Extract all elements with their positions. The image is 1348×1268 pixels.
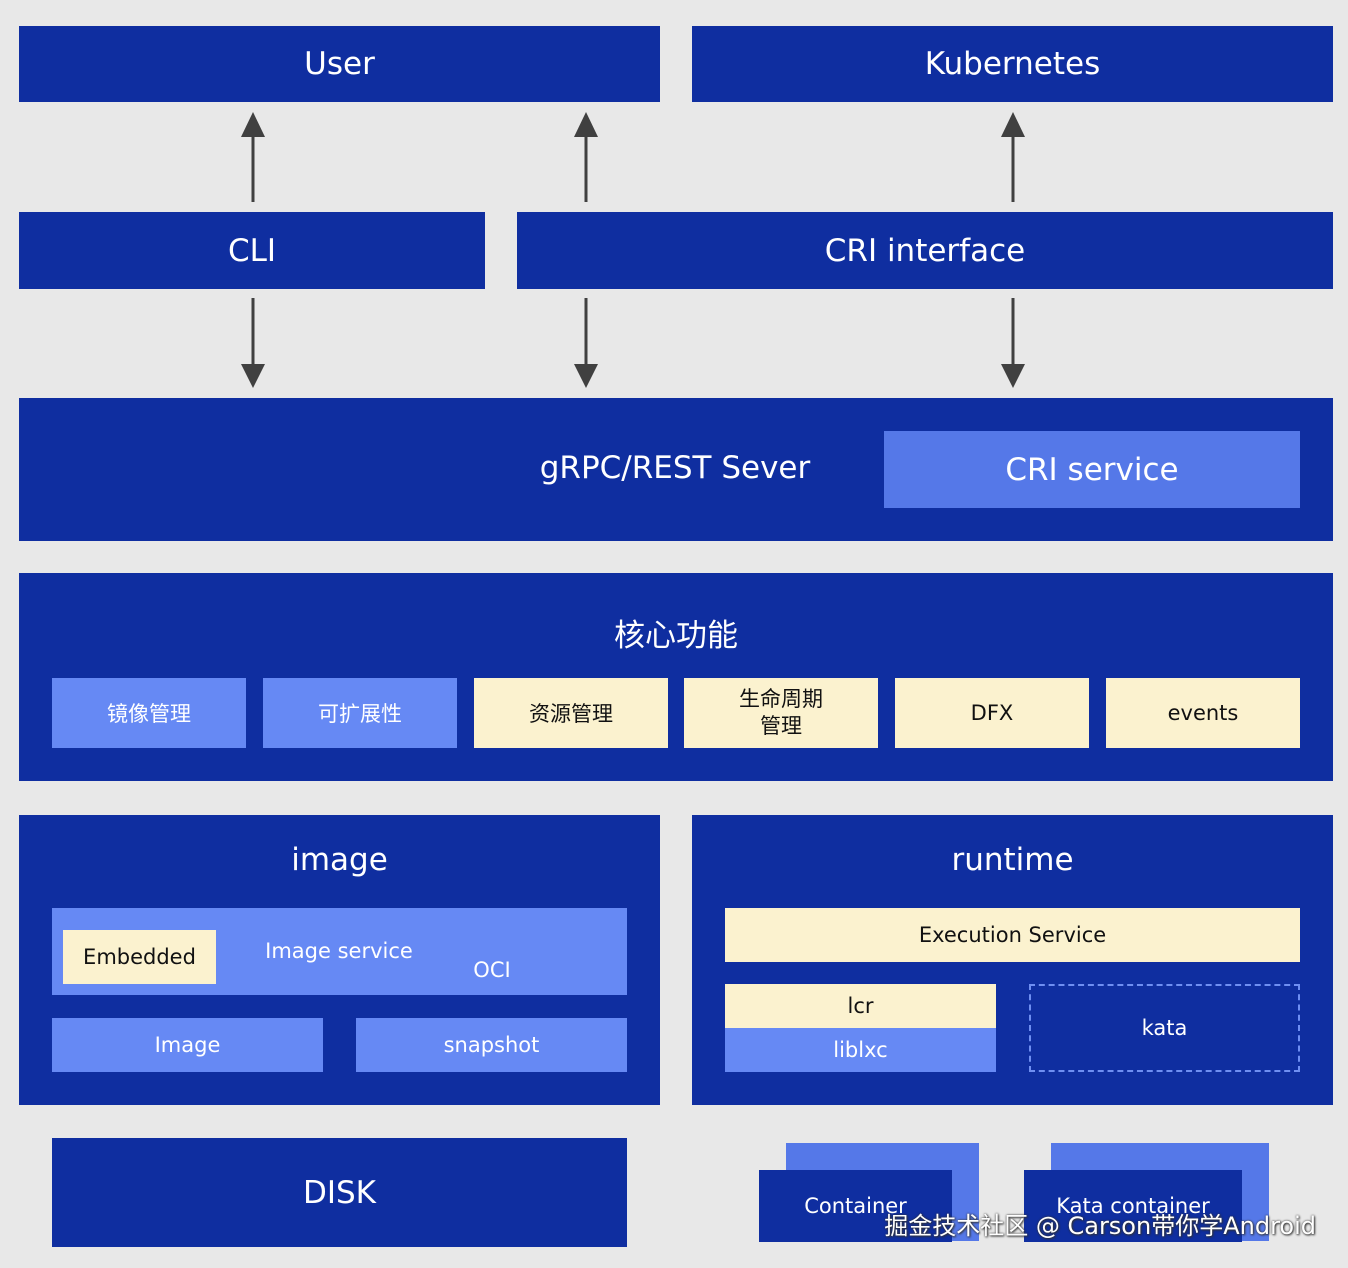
arrow-cri-to-user-head	[574, 112, 598, 137]
core-item-extensibility: 可扩展性	[263, 678, 457, 748]
core-item-label: DFX	[970, 701, 1014, 725]
cri-interface-label: CRI interface	[824, 232, 1026, 269]
image-store-label: Image	[154, 1033, 221, 1057]
arrow-cli-to-server-head	[241, 364, 265, 388]
disk-label: DISK	[302, 1174, 377, 1211]
kubernetes-box: Kubernetes	[692, 26, 1333, 102]
kata-container-label: Kata container	[1056, 1194, 1210, 1218]
kata-label: kata	[1141, 1016, 1188, 1040]
core-item-events: events	[1106, 678, 1300, 748]
arrow-cri-to-server-left-head	[574, 364, 598, 388]
cri-service-box: CRI service	[884, 431, 1300, 508]
image-panel-title: image	[291, 842, 388, 878]
core-item-label: 生命周期 管理	[739, 687, 823, 738]
lcr-box: lcr	[725, 984, 996, 1028]
cri-service-label: CRI service	[1005, 451, 1179, 488]
core-item-resource-management: 资源管理	[474, 678, 668, 748]
core-functions-title: 核心功能	[614, 618, 738, 654]
snapshot-box: snapshot	[356, 1018, 627, 1072]
core-functions-panel	[19, 573, 1333, 781]
kata-box: kata	[1029, 984, 1300, 1072]
core-item-label: 资源管理	[529, 702, 613, 726]
liblxc-label: liblxc	[833, 1038, 888, 1062]
user-label: User	[304, 46, 375, 82]
core-item-image-management: 镜像管理	[52, 678, 246, 748]
core-item-label: events	[1167, 701, 1239, 725]
core-item-label: 镜像管理	[107, 702, 191, 726]
embedded-box: Embedded	[63, 930, 216, 984]
image-store-box: Image	[52, 1018, 323, 1072]
image-service-label: Image service	[265, 939, 413, 963]
container-label: Container	[804, 1194, 907, 1218]
execution-service-box: Execution Service	[725, 908, 1300, 962]
kata-container-box: Kata container	[1024, 1170, 1242, 1242]
cli-box: CLI	[19, 212, 485, 289]
snapshot-label: snapshot	[443, 1033, 540, 1057]
execution-service-label: Execution Service	[918, 923, 1107, 947]
runtime-panel-title: runtime	[951, 842, 1074, 878]
core-item-lifecycle-management: 生命周期 管理	[684, 678, 878, 748]
oci-label: OCI	[473, 958, 511, 982]
user-box: User	[19, 26, 660, 102]
embedded-label: Embedded	[83, 945, 196, 969]
liblxc-box: liblxc	[725, 1028, 996, 1072]
container-box: Container	[759, 1170, 952, 1242]
lcr-label: lcr	[847, 994, 874, 1018]
grpc-rest-server-label: gRPC/REST Sever	[539, 450, 811, 486]
arrow-cri-to-kubernetes-head	[1001, 112, 1025, 137]
cli-label: CLI	[227, 232, 277, 269]
arrow-cli-to-user-head	[241, 112, 265, 137]
arrow-cri-to-server-right-head	[1001, 364, 1025, 388]
core-item-dfx: DFX	[895, 678, 1089, 748]
cri-interface-box: CRI interface	[517, 212, 1333, 289]
disk-box: DISK	[52, 1138, 627, 1247]
watermark: 掘金技术社区 @ Carson带你学Android	[884, 1212, 1316, 1240]
core-item-label: 可扩展性	[318, 702, 402, 726]
kubernetes-label: Kubernetes	[924, 46, 1101, 82]
